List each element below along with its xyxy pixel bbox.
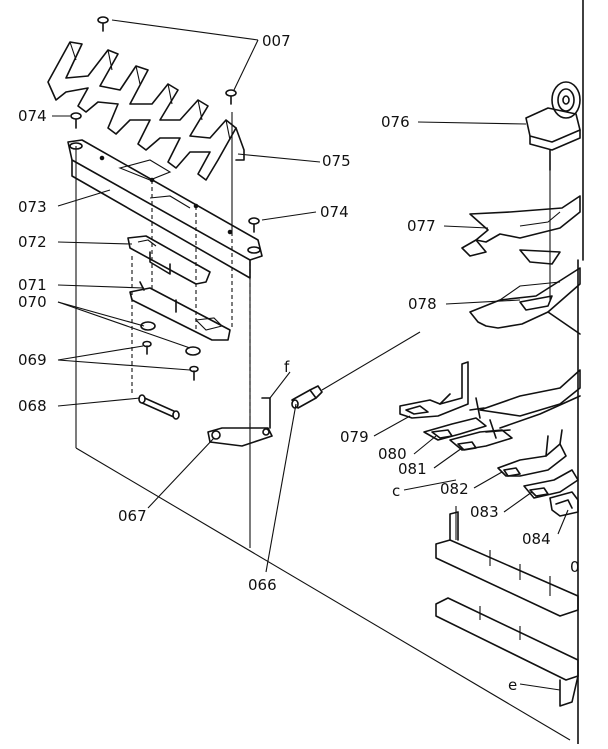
lever-072 xyxy=(127,235,211,285)
label-070: 070 xyxy=(18,293,47,311)
bracket-077 xyxy=(461,195,581,265)
label-074-right: 074 xyxy=(320,203,349,221)
washers-070 xyxy=(140,321,201,356)
screw-mid-007 xyxy=(225,89,237,105)
label-075: 075 xyxy=(322,152,351,170)
lever-067 xyxy=(207,397,273,447)
motor-076 xyxy=(525,81,581,171)
bracket-083 xyxy=(523,469,579,499)
label-083: 083 xyxy=(470,503,499,521)
label-007: 007 xyxy=(262,32,291,50)
rail-upper xyxy=(435,506,579,617)
screw-left-074 xyxy=(70,112,82,129)
label-068: 068 xyxy=(18,397,47,415)
bracket-082 xyxy=(497,429,567,477)
bracket-084 xyxy=(549,491,579,517)
bracket-079 xyxy=(399,361,469,419)
label-073: 073 xyxy=(18,198,47,216)
label-082: 082 xyxy=(440,480,469,498)
plate-stack-right xyxy=(479,369,581,429)
screw-right-074 xyxy=(248,217,260,233)
rail-lower xyxy=(435,597,579,707)
shaft-068 xyxy=(138,394,180,420)
label-067: 067 xyxy=(118,507,147,525)
label-079: 079 xyxy=(340,428,369,446)
leader-lines xyxy=(52,19,569,691)
lever-071 xyxy=(129,281,231,341)
label-078: 078 xyxy=(408,295,437,313)
label-066: 066 xyxy=(248,576,277,594)
label-077: 077 xyxy=(407,217,436,235)
screws-069 xyxy=(142,340,199,381)
ref-e: e xyxy=(508,676,517,694)
bracket-080 xyxy=(423,397,487,441)
screws xyxy=(70,16,260,233)
label-0-partial: 0 xyxy=(570,558,580,576)
comb-part-075 xyxy=(47,41,245,181)
bracket-078 xyxy=(469,267,581,335)
ref-c: c xyxy=(392,482,400,500)
labels: 007 074 075 076 073 074 077 072 071 070 … xyxy=(18,32,580,694)
label-076: 076 xyxy=(381,113,410,131)
plate-073 xyxy=(67,139,263,279)
pin-066 xyxy=(291,385,323,409)
label-084: 084 xyxy=(522,530,551,548)
label-074-left: 074 xyxy=(18,107,47,125)
label-071: 071 xyxy=(18,276,47,294)
label-069: 069 xyxy=(18,351,47,369)
screw-top-007 xyxy=(97,16,109,32)
label-081: 081 xyxy=(398,460,427,478)
label-080: 080 xyxy=(378,445,407,463)
ref-f: f xyxy=(284,358,290,376)
label-072: 072 xyxy=(18,233,47,251)
